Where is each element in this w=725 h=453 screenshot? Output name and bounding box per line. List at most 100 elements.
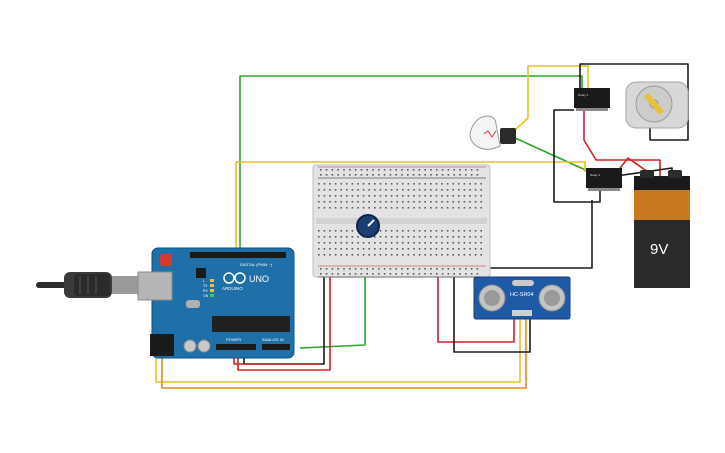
- breadboard-hole: [379, 189, 382, 191]
- breadboard-hole: [452, 201, 454, 203]
- breadboard-hole: [378, 169, 380, 171]
- breadboard-hole: [430, 242, 432, 244]
- breadboard-hole: [430, 174, 432, 176]
- breadboard-hole: [354, 273, 357, 275]
- breadboard-hole: [424, 268, 426, 270]
- breadboard-hole: [329, 195, 331, 197]
- wire-green-bulb[interactable]: [514, 137, 591, 173]
- breadboard-hole: [334, 248, 337, 250]
- battery-body: [634, 220, 690, 288]
- breadboard-hole: [368, 248, 370, 250]
- breadboard-hole: [476, 273, 479, 275]
- breadboard-hole: [379, 254, 382, 256]
- breadboard-hole: [424, 230, 426, 232]
- potentiometer[interactable]: [356, 214, 380, 238]
- arduino-capacitor: [183, 339, 197, 353]
- breadboard-hole: [452, 195, 454, 197]
- usb-plug-connector: [112, 276, 140, 294]
- breadboard-hole: [346, 183, 348, 185]
- breadboard-hole: [413, 230, 415, 232]
- arduino-led-l: [210, 279, 214, 282]
- wire-black-relay1-down[interactable]: [553, 109, 601, 203]
- breadboard-hole: [396, 183, 398, 185]
- breadboard-hole: [351, 230, 354, 232]
- breadboard-hole: [385, 254, 387, 256]
- wire-yellow-bulb[interactable]: [514, 65, 589, 131]
- wire-yellow-relay2[interactable]: [235, 161, 586, 250]
- breadboard-hole: [334, 254, 337, 256]
- breadboard-hole: [418, 201, 421, 203]
- battery-9v[interactable]: 9V: [634, 170, 690, 288]
- breadboard-hole: [374, 254, 376, 256]
- relay-1[interactable]: Relay 1: [574, 88, 610, 111]
- breadboard-hole: [354, 268, 357, 270]
- breadboard-hole: [424, 201, 426, 203]
- breadboard-hole: [390, 230, 393, 232]
- wire-black-sensor[interactable]: [453, 268, 531, 353]
- sensor-label: HC-SR04: [510, 292, 534, 298]
- arduino-model-label: UNO: [249, 274, 269, 284]
- breadboard-hole: [366, 169, 368, 171]
- breadboard-hole: [470, 169, 473, 171]
- breadboard-hole: [458, 195, 460, 197]
- breadboard-hole: [402, 189, 404, 191]
- breadboard-hole: [480, 183, 482, 185]
- breadboard-hole: [441, 174, 444, 176]
- breadboard-hole: [378, 268, 380, 270]
- breadboard-hole: [430, 201, 432, 203]
- breadboard-hole: [465, 268, 467, 270]
- breadboard-hole: [447, 273, 450, 275]
- breadboard-hole: [379, 207, 382, 209]
- breadboard-hole: [329, 236, 331, 238]
- wire-red-5v[interactable]: [237, 268, 331, 371]
- breadboard-hole: [436, 268, 438, 270]
- breadboard-hole: [413, 195, 415, 197]
- breadboard-hole: [378, 174, 380, 176]
- breadboard-hole: [424, 248, 426, 250]
- wire-red-relay1[interactable]: [583, 110, 661, 178]
- breadboard-hole: [446, 207, 449, 209]
- breadboard-hole: [366, 268, 368, 270]
- breadboard-hole: [340, 195, 342, 197]
- breadboard-hole: [412, 174, 415, 176]
- breadboard-hole: [351, 207, 354, 209]
- breadboard-hole: [413, 207, 415, 209]
- breadboard-hole: [452, 230, 454, 232]
- breadboard-hole: [402, 242, 404, 244]
- breadboard-hole: [436, 174, 438, 176]
- breadboard-hole: [351, 254, 354, 256]
- breadboard-hole: [385, 183, 387, 185]
- arduino-reset-button[interactable]: [160, 254, 172, 266]
- dc-motor[interactable]: [625, 81, 689, 129]
- breadboard-hole: [334, 207, 337, 209]
- breadboard-hole: [413, 183, 415, 185]
- breadboard-hole: [329, 242, 331, 244]
- breadboard[interactable]: [312, 164, 491, 278]
- light-bulb[interactable]: [469, 115, 516, 150]
- breadboard-hole: [458, 248, 460, 250]
- breadboard-hole: [385, 236, 387, 238]
- breadboard-hole: [396, 248, 398, 250]
- breadboard-hole: [430, 268, 432, 270]
- breadboard-hole: [441, 268, 444, 270]
- breadboard-hole: [351, 248, 354, 250]
- breadboard-hole: [458, 236, 460, 238]
- ultrasonic-sensor[interactable]: HC-SR04: [473, 276, 571, 320]
- breadboard-hole: [329, 248, 331, 250]
- breadboard-hole: [372, 268, 374, 270]
- breadboard-hole: [402, 230, 404, 232]
- relay-2[interactable]: Relay 2: [586, 168, 622, 191]
- wire-red-sensor[interactable]: [437, 268, 515, 343]
- breadboard-hole: [418, 169, 421, 171]
- breadboard-hole: [463, 195, 466, 197]
- breadboard-hole: [362, 242, 365, 244]
- breadboard-hole: [418, 242, 421, 244]
- breadboard-hole: [453, 174, 455, 176]
- breadboard-hole: [368, 189, 370, 191]
- breadboard-hole: [424, 236, 426, 238]
- wire-black-battery[interactable]: [474, 200, 593, 269]
- arduino-uno[interactable]: ARDUINO UNO DIGITAL (PWM ~) POWER ANALOG…: [137, 247, 295, 359]
- breadboard-hole: [357, 254, 359, 256]
- wire-green-relay1[interactable]: [239, 75, 583, 250]
- breadboard-hole: [331, 268, 334, 270]
